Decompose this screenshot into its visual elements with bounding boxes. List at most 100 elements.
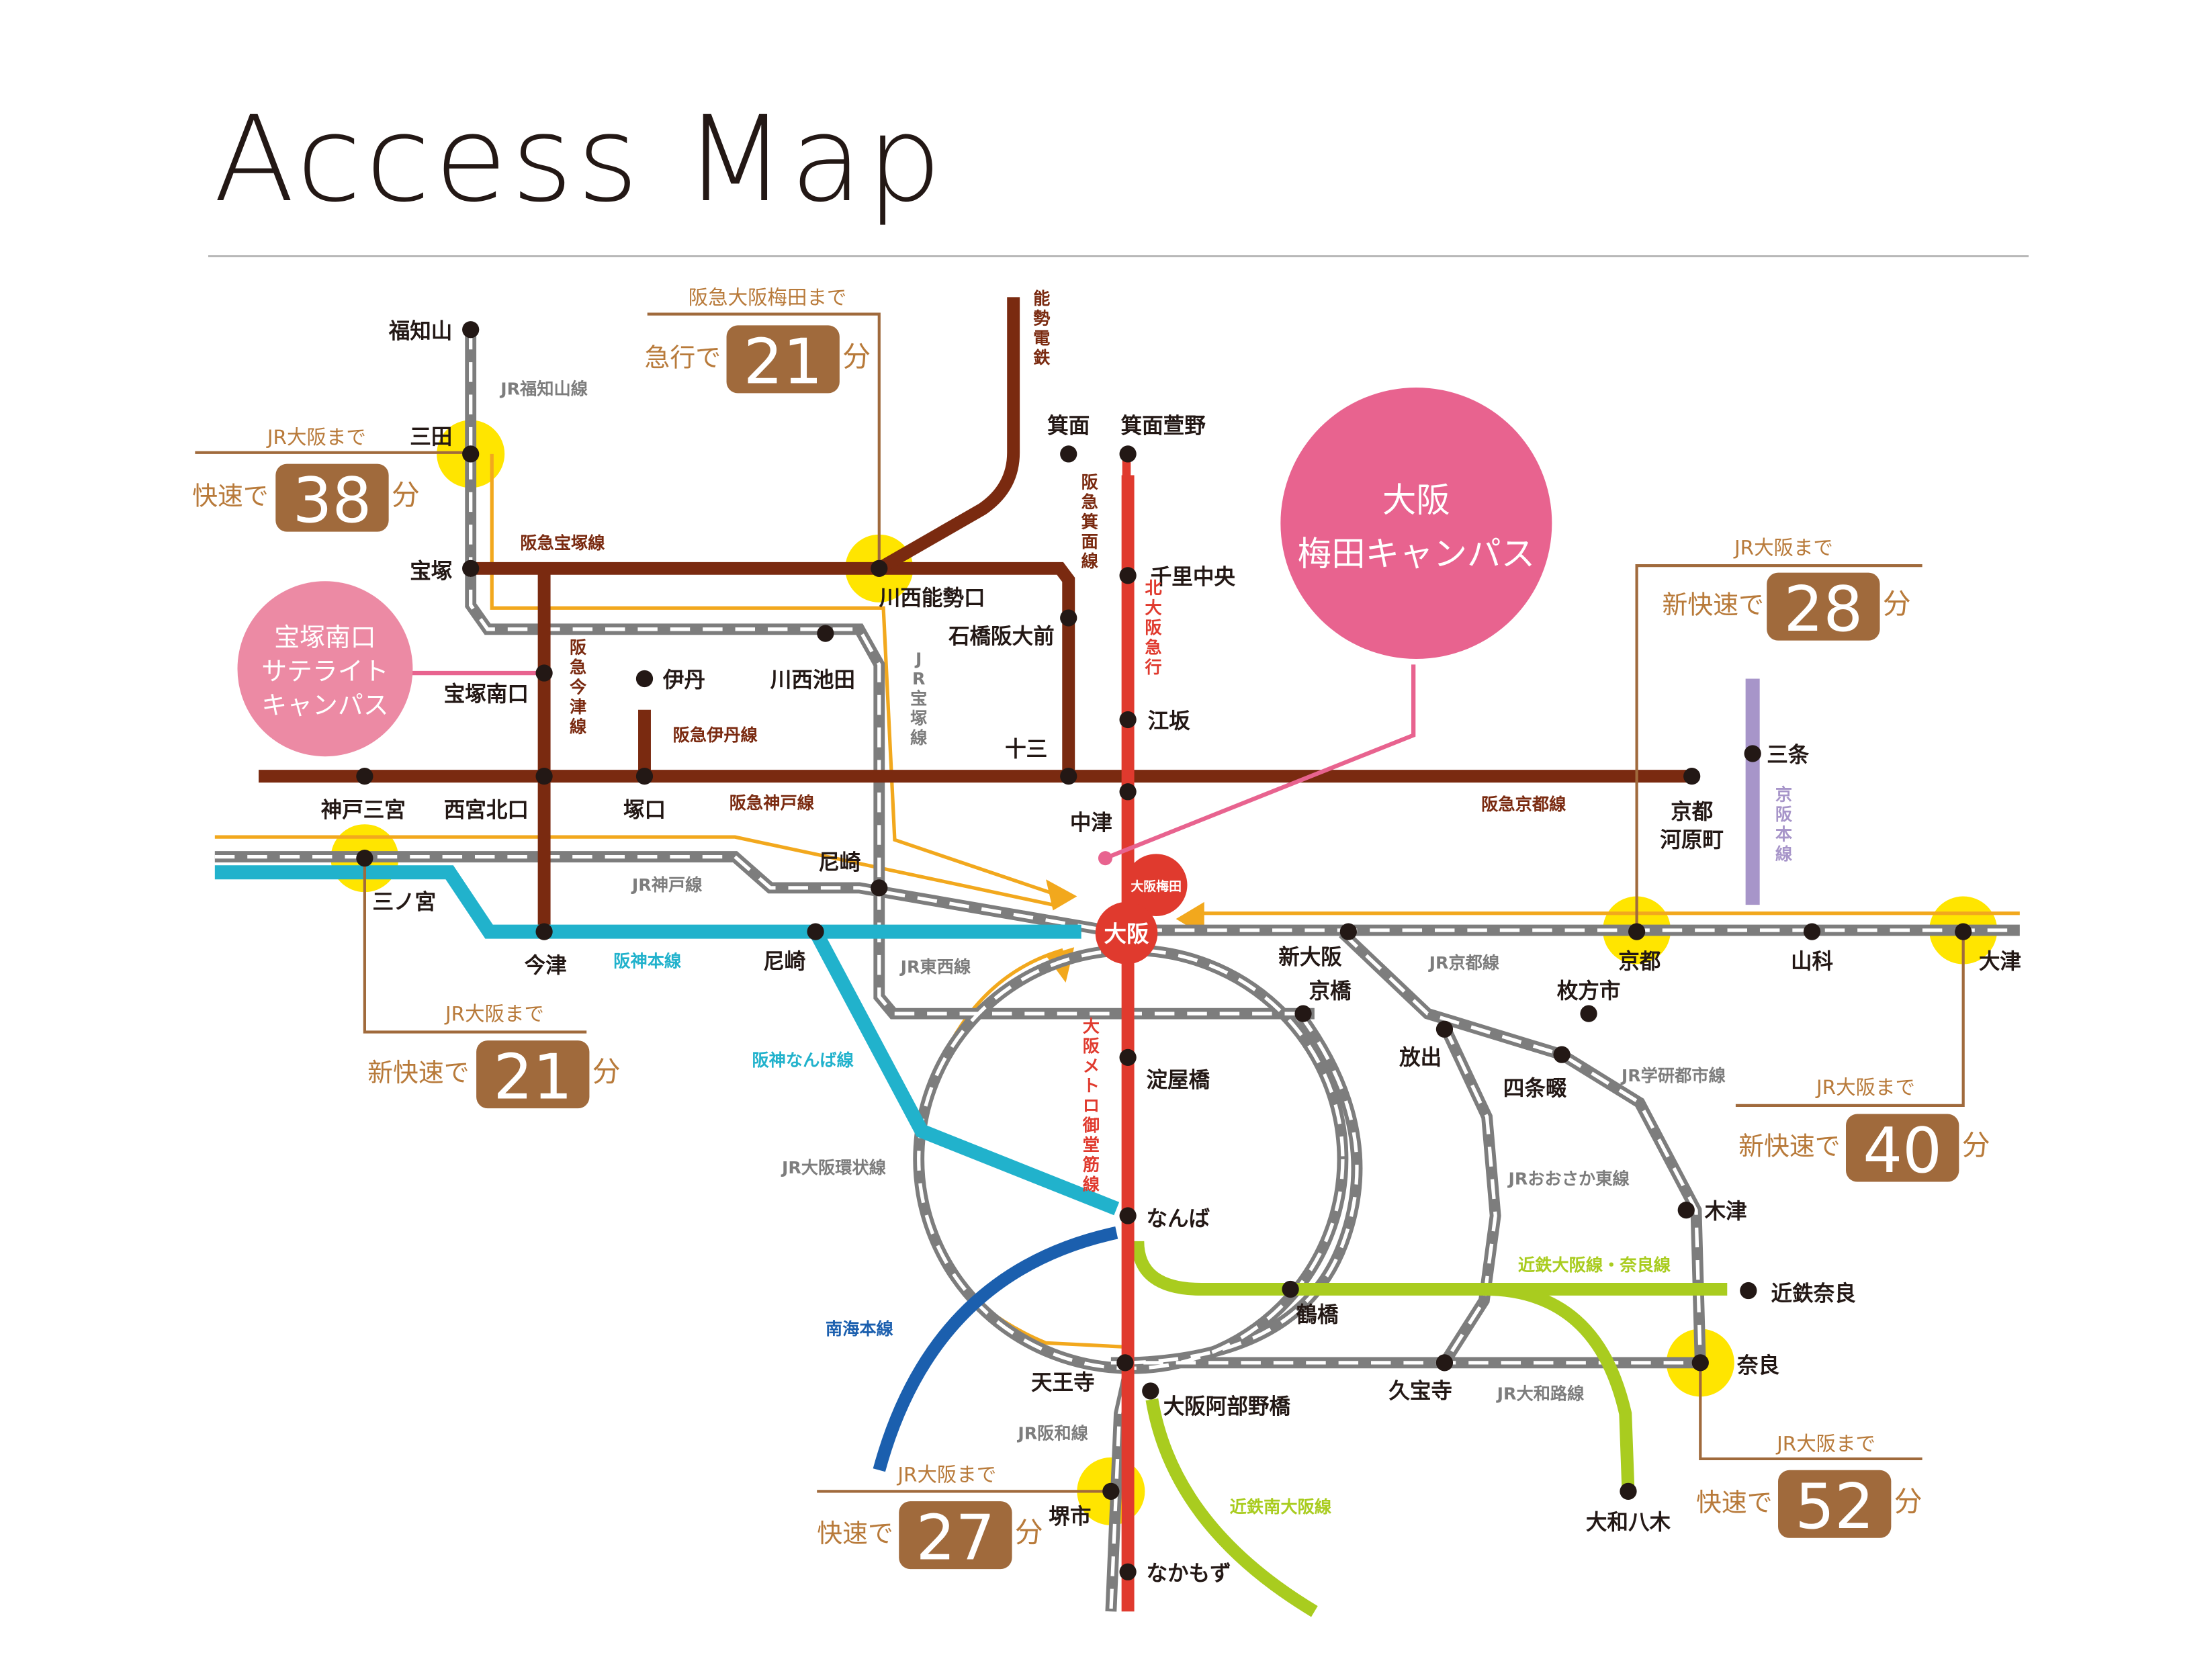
- hanshin-lines: [214, 865, 1120, 1216]
- time-sanda-dest: JR大阪まで: [266, 426, 366, 449]
- label-kawaramachi-2: 河原町: [1660, 828, 1724, 852]
- jr-lines: [214, 329, 2020, 1612]
- station-sanjo: [1744, 745, 1761, 762]
- label-hirakata: 枚方市: [1557, 979, 1621, 1003]
- time-otsu-unit: 分: [1962, 1129, 1990, 1162]
- station-esaka: [1119, 711, 1137, 729]
- line-jr-osaka-higashi: JRおおさか東線: [1507, 1169, 1630, 1189]
- time-boxes: [275, 325, 1959, 1570]
- time-sanda-minutes: 38: [293, 464, 372, 537]
- arrow-from-north: [1046, 879, 1077, 911]
- label-namba: なんば: [1146, 1207, 1210, 1231]
- line-nankai-main: 南海本線: [826, 1319, 894, 1339]
- label-ishibashi: 石橋阪大前: [948, 625, 1055, 649]
- line-nose-dentetsu: 能勢電鉄: [1033, 289, 1051, 367]
- station-kintetsu-nara: [1740, 1282, 1757, 1300]
- time-kyoto-unit: 分: [1883, 588, 1911, 621]
- label-kintetsu-nara: 近鉄奈良: [1771, 1281, 1857, 1306]
- station-nakamozu: [1119, 1563, 1137, 1580]
- osaka-center[interactable]: [1095, 854, 1188, 965]
- umeda-mark-label: 大阪梅田: [1131, 879, 1182, 894]
- time-kyoto-dest: JR大阪まで: [1733, 536, 1833, 559]
- time-otsu-mode: 新快速で: [1738, 1132, 1840, 1161]
- station-amagasaki-jr: [871, 879, 888, 897]
- label-shin-osaka: 新大阪: [1278, 945, 1342, 969]
- station-tsukaguchi: [635, 768, 654, 785]
- label-yamashina: 山科: [1791, 950, 1834, 974]
- line-hankyu-takarazuka: 阪急宝塚線: [520, 533, 605, 553]
- label-nishinomiya-kitaguchi: 西宮北口: [444, 799, 529, 823]
- station-kyobashi: [1294, 1005, 1312, 1022]
- time-otsu-minutes: 40: [1863, 1114, 1942, 1187]
- label-kizu: 木津: [1704, 1200, 1747, 1224]
- label-imazu: 今津: [525, 953, 567, 978]
- satellite-campus[interactable]: [237, 581, 413, 757]
- label-yodoyabashi: 淀屋橋: [1146, 1069, 1210, 1093]
- satellite-campus-name-3: キャンパス: [261, 690, 388, 720]
- station-nakatsu: [1119, 783, 1137, 801]
- label-tsukaguchi: 塚口: [623, 799, 666, 823]
- label-takarazuka: 宝塚: [410, 559, 453, 584]
- time-kawanishi-minutes: 21: [744, 326, 823, 398]
- umeda-campus[interactable]: [1280, 388, 1552, 660]
- label-kyoto: 京都: [1618, 949, 1661, 974]
- label-kobe-sannomiya: 神戸三宮: [321, 799, 406, 823]
- line-jr-kobe: JR神戸線: [631, 875, 703, 895]
- time-nara-minutes: 52: [1795, 1470, 1874, 1543]
- station-sakai: [1102, 1482, 1120, 1500]
- box-kawanishi: [726, 325, 840, 394]
- line-kita-osaka-kyuko: 北大阪急行: [1144, 578, 1162, 677]
- station-itami: [635, 670, 654, 688]
- label-nara: 奈良: [1736, 1353, 1780, 1378]
- station-sanda: [462, 445, 480, 463]
- label-sakai: 堺市: [1049, 1505, 1091, 1529]
- station-nara: [1691, 1354, 1709, 1372]
- box-nara: [1778, 1470, 1892, 1538]
- time-kawanishi-dest: 阪急大阪梅田まで: [689, 286, 847, 309]
- station-nishinomiya-kitaguchi: [535, 768, 553, 785]
- line-hankyu-kobe: 阪急神戸線: [729, 793, 815, 813]
- label-sannomiya: 三ノ宮: [372, 890, 436, 914]
- label-kawaramachi-1: 京都: [1671, 799, 1714, 824]
- line-kintetsu-osaka-nara: 近鉄大阪線・奈良線: [1518, 1255, 1671, 1275]
- time-sannomiya-unit: 分: [592, 1055, 621, 1088]
- station-kyudoji: [1435, 1354, 1454, 1372]
- time-kawanishi-mode: 急行で: [645, 343, 721, 372]
- station-shijonawate: [1553, 1046, 1570, 1063]
- line-hankyu-kyoto: 阪急京都線: [1481, 795, 1566, 814]
- label-kawanishi-ikeda: 川西池田: [770, 668, 855, 692]
- label-nakamozu: なかもず: [1146, 1562, 1231, 1586]
- station-kawaramachi: [1683, 768, 1701, 785]
- label-juso: 十三: [1005, 737, 1047, 762]
- station-tennoji: [1116, 1354, 1134, 1372]
- midosuji-line: [1121, 452, 1135, 1612]
- station-kobe-sannomiya: [356, 768, 373, 785]
- station-hanaten: [1435, 1020, 1454, 1038]
- line-jr-loop: JR大阪環状線: [781, 1158, 887, 1177]
- label-amagasaki-jr: 尼崎: [818, 851, 860, 875]
- satellite-campus-name-2: サテライト: [261, 657, 388, 686]
- station-kawanishi-ikeda: [817, 625, 834, 642]
- hankyu-lines: [259, 297, 1692, 932]
- label-amagasaki-hanshin: 尼崎: [763, 950, 805, 974]
- umeda-campus-dot: [1098, 851, 1112, 866]
- umeda-campus-name-2: 梅田キャンパス: [1298, 534, 1535, 574]
- time-nara-unit: 分: [1894, 1485, 1922, 1518]
- label-abeno: 大阪阿部野橋: [1163, 1395, 1291, 1419]
- station-senri-chuo: [1119, 567, 1137, 584]
- line-hankyu-mino: 阪急箕面線: [1081, 472, 1099, 571]
- station-imazu: [535, 923, 553, 940]
- time-nara-dest: JR大阪まで: [1775, 1432, 1875, 1455]
- page-title: Access Map: [214, 91, 946, 228]
- line-jr-kyoto: JR京都線: [1428, 953, 1500, 973]
- station-amagasaki-hanshin: [807, 923, 824, 940]
- label-mino: 箕面: [1047, 414, 1090, 438]
- line-jr-tozai: JR東西線: [899, 957, 971, 977]
- station-yamato-yagi: [1620, 1482, 1637, 1500]
- label-kyudoji: 久宝寺: [1388, 1378, 1452, 1403]
- time-sanda-unit: 分: [392, 479, 420, 512]
